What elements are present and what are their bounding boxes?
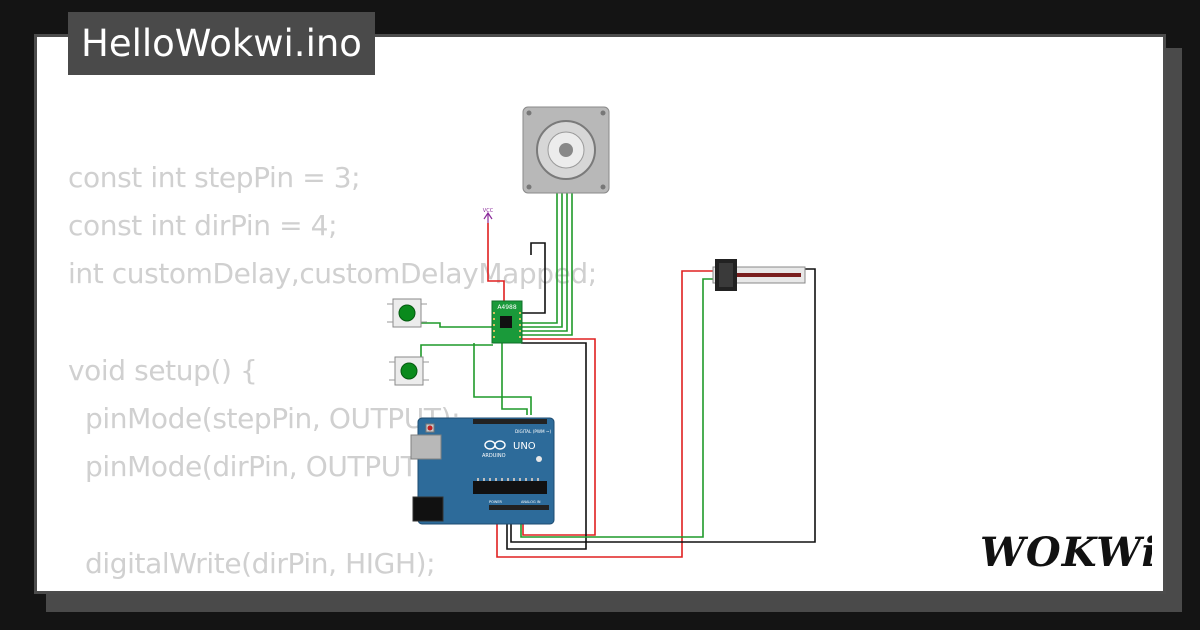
driver-label: A4988	[497, 304, 517, 311]
wire-vcc	[487, 223, 505, 305]
wire-stepper-1	[521, 192, 558, 324]
wire-driver-red	[521, 338, 596, 536]
code-preview: const int stepPin = 3; const int dirPin =…	[68, 154, 597, 591]
wire-button1	[421, 322, 497, 328]
code-line: const int dirPin = 4;	[68, 209, 338, 243]
code-line: const int stepPin = 3;	[68, 161, 361, 194]
code-line: int customDelay,customDelayMapped;	[68, 257, 597, 291]
board-power-label: POWER	[489, 500, 503, 504]
vcc-symbol: VCC	[483, 208, 494, 223]
slide-potentiometer	[712, 259, 806, 291]
a4988-driver: A4988	[491, 300, 523, 344]
board-brand: ARDUINO	[482, 453, 506, 459]
wire-driver-loop	[521, 242, 546, 314]
board-header-label: DIGITAL (PWM ~)	[515, 429, 551, 434]
wire-stepper-3	[521, 192, 568, 332]
push-button-2	[389, 356, 429, 386]
wire-driver-board-2	[501, 343, 528, 415]
project-card[interactable]: const int stepPin = 3; const int dirPin =…	[34, 34, 1166, 594]
sketch-title: HelloWokwi.ino	[68, 12, 375, 75]
wire-stepper-2	[521, 192, 563, 328]
board-analog-label: ANALOG IN	[521, 500, 541, 504]
wire-pot-black	[510, 268, 816, 543]
vcc-label: VCC	[483, 208, 494, 214]
push-button-1	[387, 298, 427, 328]
wires	[420, 192, 816, 558]
stepper-motor	[522, 106, 610, 194]
board-logo: UNO	[513, 441, 536, 452]
code-line: pinMode(dirPin, OUTPUT);	[68, 450, 438, 484]
arduino-uno-board: DIGITAL (PWM ~) UNO ARDUINO POWER ANALOG…	[410, 417, 555, 525]
circuit-diagram: VCC A4988	[387, 106, 816, 558]
code-line: digitalWrite(dirPin, HIGH);	[68, 546, 436, 580]
wire-driver-black	[506, 342, 587, 550]
wire-stepper-4	[521, 192, 573, 336]
wire-button2	[420, 344, 493, 376]
code-line: void setup() {	[68, 353, 258, 387]
wire-pot-red	[496, 270, 713, 558]
wokwi-logo: WOKWi	[980, 529, 1152, 576]
arduino-infinity-icon	[484, 440, 506, 450]
wire-pot-green	[520, 278, 723, 538]
brand-text: WOKWi	[980, 529, 1152, 576]
